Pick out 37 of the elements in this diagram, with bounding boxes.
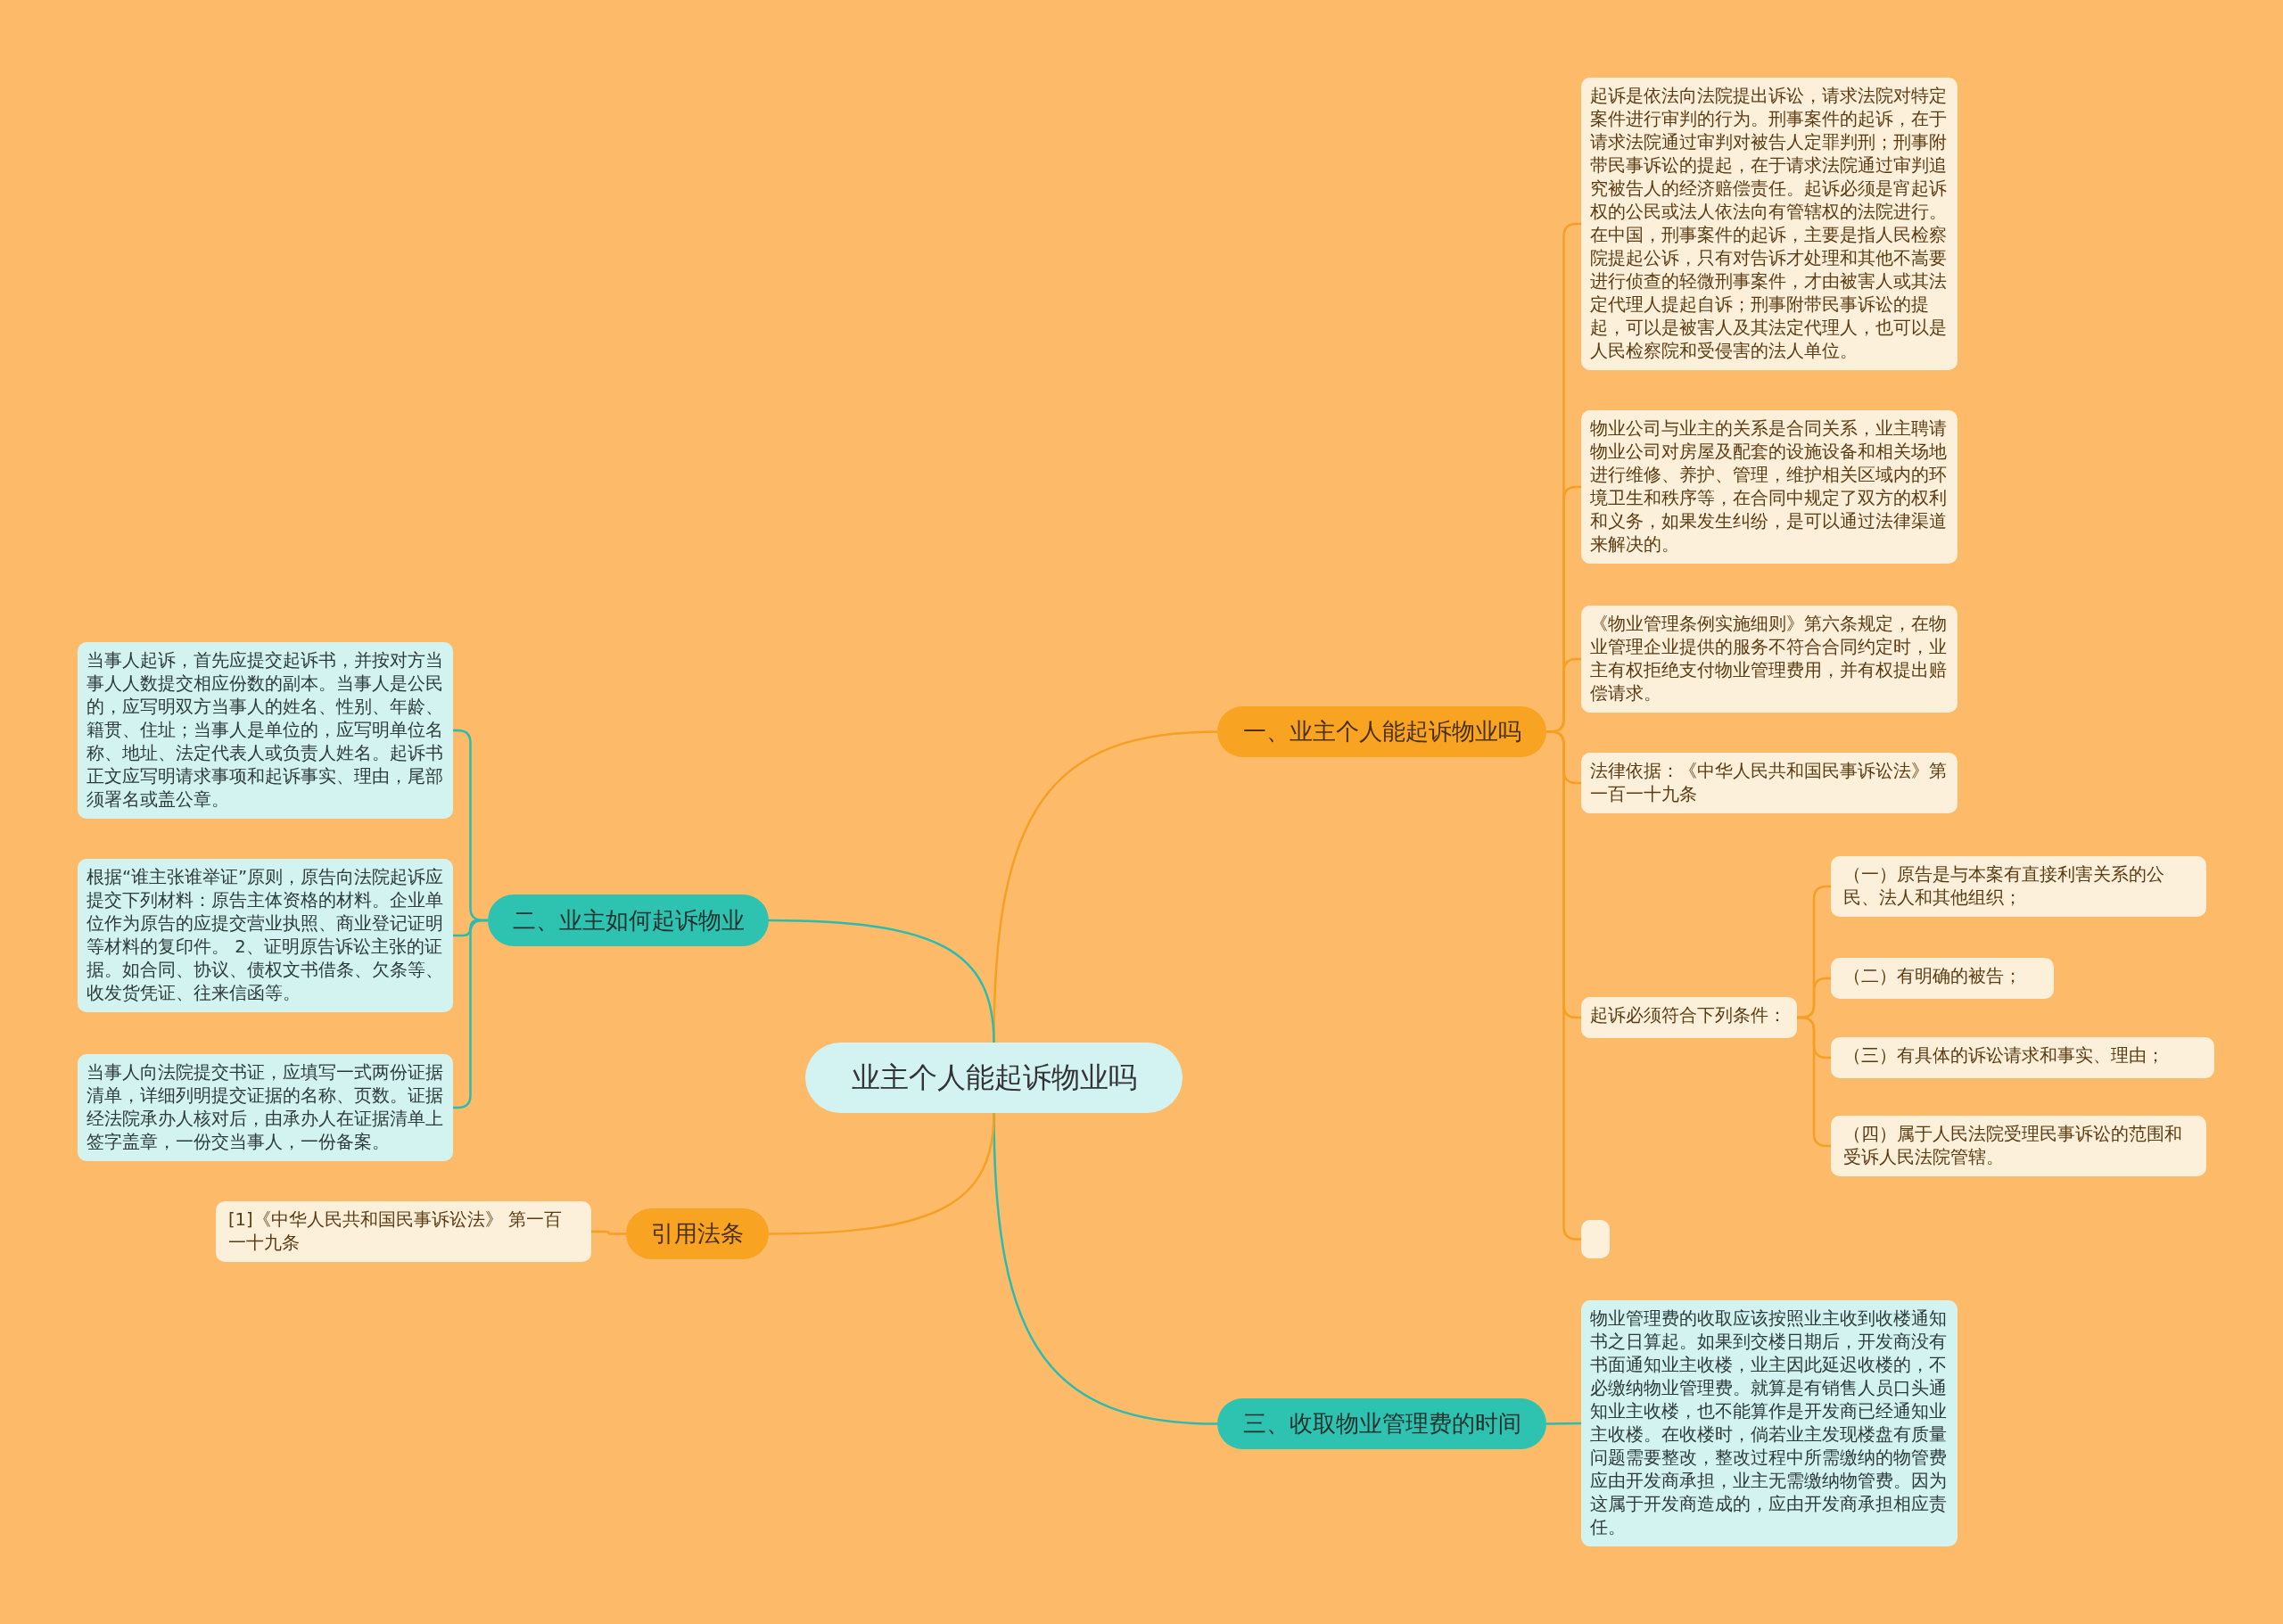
note-card bbox=[1831, 1116, 2206, 1176]
connector-line bbox=[1546, 1422, 1581, 1425]
note-text: [1]《中华人民共和国民事诉讼法》 第一百一十九条 bbox=[228, 1208, 563, 1255]
note-text: 物业公司与业主的关系是合同关系，业主聘请物业公司对房屋及配套的设施设备和相关场地进行维修、养护、管理，维护相关区域内的环境卫生和秩序等，在合同中规定了双方的权利和义务，如果发生纠纷，是可以通过法律渠道来解决的。 bbox=[1590, 417, 1948, 556]
topic-text: 引用法条 bbox=[651, 1219, 744, 1249]
connector-line bbox=[768, 1112, 995, 1235]
connector-line bbox=[768, 919, 995, 1043]
branch-topic bbox=[488, 894, 769, 946]
note-card bbox=[1581, 753, 1957, 813]
note-card bbox=[1581, 606, 1957, 713]
branch-topic bbox=[626, 1208, 769, 1259]
branch-topic bbox=[1217, 706, 1546, 757]
note-text: 起诉必须符合下列条件： bbox=[1590, 1004, 1787, 1027]
note-text: 起诉是依法向法院提出诉讼，请求法院对特定案件进行审判的行为。刑事案件的起诉，在于请求法院通过审判对被告人定罪判刑；刑事附带民事诉讼的提起，在于请求法院通过审判追究被告人的经济赔偿责任。起诉必须是宵起诉权的公民或法人依法向有管辖权的法院进行。在中国，刑事案件的起诉，主要是指人民检察院提起公诉，只有对告诉才处理和其他不嵩要进行侦查的轻微刑事案件，才由被害人或其法定代理人提起自诉；刑事附带民事诉讼的提起，可以是被害人及其法定代理人，也可以是人民检察院和受侵害的法人单位。 bbox=[1590, 85, 1948, 363]
note-text: 物业管理费的收取应该按照业主收到收楼通知书之日算起。如果到交楼日期后，开发商没有书面通知业主收楼，业主因此延迟收楼的，不必缴纳物业管理费。就算是有销售人员口头通知业主收楼，也不能算作是开发商已经通知业主收楼。在收楼时，倘若业主发现楼盘有质量问题需要整改，整改过程中所需缴纳的物管费应由开发商承担，业主无需缴纳物管费。因为这属于开发商造成的，应由开发商承担相应责任。 bbox=[1590, 1307, 1948, 1539]
empty-card bbox=[1581, 1220, 1610, 1258]
note-card bbox=[78, 1054, 453, 1161]
note-text: 根据“谁主张谁举证”原则，原告向法院起诉应提交下列材料：原告主体资格的材料。企业单位作为原告的应提交营业执照、商业登记证明等材料的复印件。 2、证明原告诉讼主张的证据。如合同、协议、债权文书借条、欠条等、收发货凭证、往来信函等。 bbox=[87, 866, 444, 1005]
topic-text: 二、业主如何起诉物业 bbox=[512, 905, 745, 936]
topic-text: 三、收取物业管理费的时间 bbox=[1242, 1409, 1521, 1439]
topic-text: 一、业主个人能起诉物业吗 bbox=[1242, 717, 1521, 746]
topic-text: 业主个人能起诉物业吗 bbox=[851, 1059, 1137, 1096]
note-card bbox=[1831, 958, 2054, 999]
note-card bbox=[1831, 856, 2206, 917]
branch-topic bbox=[1217, 1398, 1546, 1449]
note-card bbox=[1581, 997, 1797, 1038]
note-text: 法律依据：《中华人民共和国民事诉讼法》第一百一十九条 bbox=[1590, 760, 1948, 806]
connector-line bbox=[591, 1230, 626, 1235]
note-text: （三）有具体的诉讼请求和事实、理由； bbox=[1843, 1044, 2165, 1068]
note-text: 《物业管理条例实施细则》第六条规定，在物业管理企业提供的服务不符合合同约定时，业主有权拒绝支付物业管理费用，并有权提出赔偿请求。 bbox=[1590, 613, 1948, 705]
note-text: （四）属于人民法院受理民事诉讼的范围和受诉人民法院管辖。 bbox=[1843, 1123, 2183, 1169]
note-card bbox=[216, 1201, 591, 1262]
note-text: （二）有明确的被告； bbox=[1843, 965, 2023, 988]
note-text: （一）原告是与本案有直接利害关系的公民、法人和其他组织； bbox=[1843, 863, 2165, 910]
note-text: 当事人起诉，首先应提交起诉书，并按对方当事人人数提交相应份数的副本。当事人是公民的，应写明双方当事人的姓名、性别、年龄、籍贯、住址；当事人是单位的，应写明单位名称、地址、法定代表人或负责人姓名。起诉书正文应写明请求事项和起诉事实、理由，尾部须署名或盖公章。 bbox=[87, 649, 444, 812]
note-text: 当事人向法院提交书证，应填写一式两份证据清单，详细列明提交证据的名称、页数。证据经法院承办人核对后，由承办人在证据清单上签字盖章，一份交当事人，一份备案。 bbox=[87, 1061, 444, 1154]
note-card bbox=[1831, 1037, 2214, 1078]
